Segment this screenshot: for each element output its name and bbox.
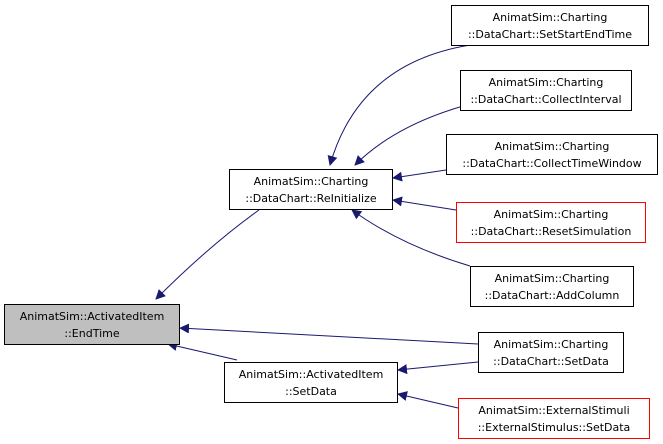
edge-chartsetdata-to-endtime [179,323,479,345]
node-label-line1: AnimatSim::Charting [492,10,608,24]
node-label-line1: AnimatSim::Charting [493,337,609,351]
node-label-line2: ::SetData [285,384,337,398]
node-label-line2: ::DataChart::CollectInterval [470,92,622,106]
node-activateditem-setdata[interactable]: AnimatSim::ActivatedItem ::SetData [224,362,398,403]
node-label-line2: ::DataChart::ReInitialize [245,191,377,205]
node-datachart-collectinterval[interactable]: AnimatSim::Charting ::DataChart::Collect… [460,70,632,111]
node-datachart-resetsimulation[interactable]: AnimatSim::Charting ::DataChart::ResetSi… [456,202,646,243]
edge-activatedsetdata-to-endtime [167,341,238,361]
node-label-line1: AnimatSim::ExternalStimuli [478,403,630,417]
node-activateditem-endtime: AnimatSim::ActivatedItem ::EndTime [4,304,180,345]
edge-collecttimewindow-to-reinitialize [392,169,447,182]
node-label-line1: AnimatSim::Charting [494,271,610,285]
edge-stimulussetdata-to-activatedsetdata [397,391,459,409]
node-label-line1: AnimatSim::Charting [494,139,610,153]
node-label-line2: ::EndTime [64,326,120,340]
node-datachart-addcolumn[interactable]: AnimatSim::Charting ::DataChart::AddColu… [470,266,634,307]
node-label-line2: ::DataChart::AddColumn [484,288,620,302]
node-label-line1: AnimatSim::ActivatedItem [19,309,165,323]
node-label-line1: AnimatSim::Charting [493,207,609,221]
node-datachart-setdata[interactable]: AnimatSim::Charting ::DataChart::SetData [478,332,624,373]
node-label-line2: ::ExternalStimulus::SetData [477,420,631,434]
edge-addcolumn-to-reinitialize [351,209,471,267]
node-datachart-collecttimewindow[interactable]: AnimatSim::Charting ::DataChart::Collect… [446,134,658,175]
node-label-line1: AnimatSim::Charting [253,174,369,188]
edge-setstartendtime-to-reinitialize [327,43,478,166]
edge-chartsetdata-to-activatedsetdata [397,361,479,375]
node-label-line2: ::DataChart::CollectTimeWindow [462,156,642,170]
node-datachart-reinitialize[interactable]: AnimatSim::Charting ::DataChart::ReIniti… [229,169,393,210]
node-datachart-setstartendtime[interactable]: AnimatSim::Charting ::DataChart::SetStar… [451,5,649,46]
node-label-line1: AnimatSim::ActivatedItem [238,367,384,381]
edge-reinitialize-to-endtime [155,209,260,300]
node-label-line1: AnimatSim::Charting [488,75,604,89]
node-label-line2: ::DataChart::SetData [493,354,609,368]
node-label-line2: ::DataChart::ResetSimulation [470,224,632,238]
edge-resetsimulation-to-reinitialize [392,196,457,211]
node-label-line2: ::DataChart::SetStartEndTime [467,27,633,41]
node-externalstimulus-setdata[interactable]: AnimatSim::ExternalStimuli ::ExternalSti… [458,398,650,439]
